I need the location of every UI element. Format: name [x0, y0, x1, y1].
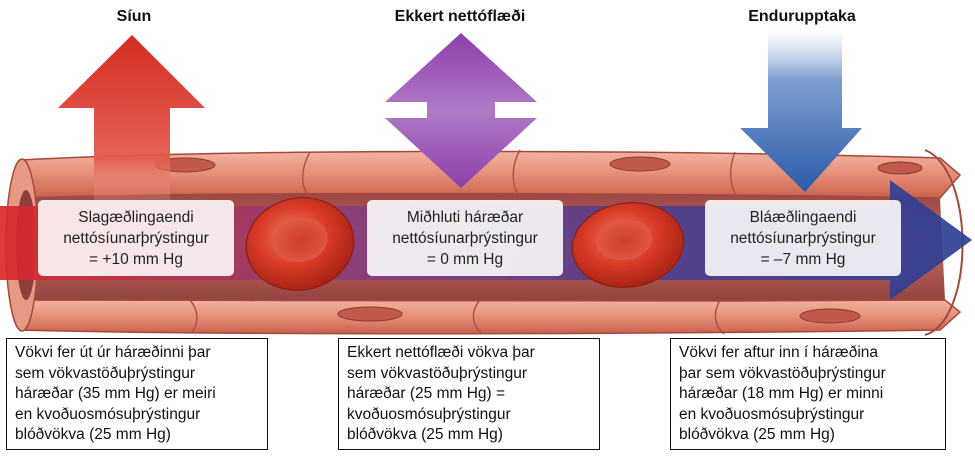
red-blood-cell [571, 202, 685, 288]
pressure-box-label: nettósíunarþrýstingur [63, 229, 209, 247]
note-line: Ekkert nettóflæði vökva þar [347, 344, 535, 361]
pressure-box-label: nettósíunarþrýstingur [392, 229, 538, 247]
pressure-box-label: nettósíunarþrýstingur [730, 229, 876, 247]
note-line: Vökvi fer út úr háræðinni þar [15, 344, 211, 361]
pressure-box-value: = –7 mm Hg [760, 250, 846, 268]
red-blood-cell [245, 197, 355, 291]
reabsorption-arrow [740, 30, 862, 192]
pressure-box-title: Miðhluti háræðar [406, 208, 524, 226]
no-net-flow-heading: Ekkert nettóflæði [394, 8, 526, 25]
arterial-end-pressure-box: Slagæðlingaendi nettósíunarþrýstingur = … [38, 200, 234, 276]
endothelial-cell-seams [189, 149, 739, 335]
pressure-box-title: Bláæðlingaendi [749, 208, 857, 226]
pressure-box-value: = +10 mm Hg [89, 250, 183, 268]
filtration-arrow [58, 35, 205, 200]
mid-capillary-pressure-box: Miðhluti háræðar nettósíunarþrýstingur =… [367, 200, 563, 276]
pressure-box-value: = 0 mm Hg [426, 250, 504, 268]
note-line: blóðvökva (25 mm Hg) [347, 426, 503, 443]
endothelial-nuclei [154, 156, 923, 324]
filtration-note: Vökvi fer út úr háræðinni þar sem vökvas… [6, 338, 268, 450]
note-line: kvoðuosmósuþrýstingur [347, 405, 511, 423]
note-line: blóðvökva (25 mm Hg) [15, 426, 171, 443]
note-line: sem vökvastöðuþrýstingur [347, 364, 528, 382]
note-line: Vökvi fer aftur inn í háræðina [679, 344, 879, 361]
note-line: háræðar (18 mm Hg) er minni [679, 385, 884, 402]
pressure-box-title: Slagæðlingaendi [78, 208, 194, 226]
venous-end-pressure-box: Bláæðlingaendi nettósíunarþrýstingur = –… [705, 200, 901, 276]
note-line: háræðar (35 mm Hg) er meiri [15, 385, 216, 402]
note-line: háræðar (25 mm Hg) = [347, 385, 506, 402]
note-line: en kvoðuosmósuþrýstingur [15, 405, 201, 423]
note-line: þar sem vökvastöðuþrýstingur [679, 364, 886, 382]
filtration-heading: Síun [116, 8, 152, 25]
note-line: en kvoðuosmósuþrýstingur [679, 405, 865, 423]
reabsorption-heading: Endurupptaka [748, 8, 856, 25]
no-net-flow-arrow [385, 33, 537, 188]
note-line: blóðvökva (25 mm Hg) [679, 426, 835, 443]
no-net-flow-note: Ekkert nettóflæði vökva þar sem vökvastö… [338, 338, 600, 450]
note-line: sem vökvastöðuþrýstingur [15, 364, 196, 382]
reabsorption-note: Vökvi fer aftur inn í háræðina þar sem v… [670, 338, 946, 450]
